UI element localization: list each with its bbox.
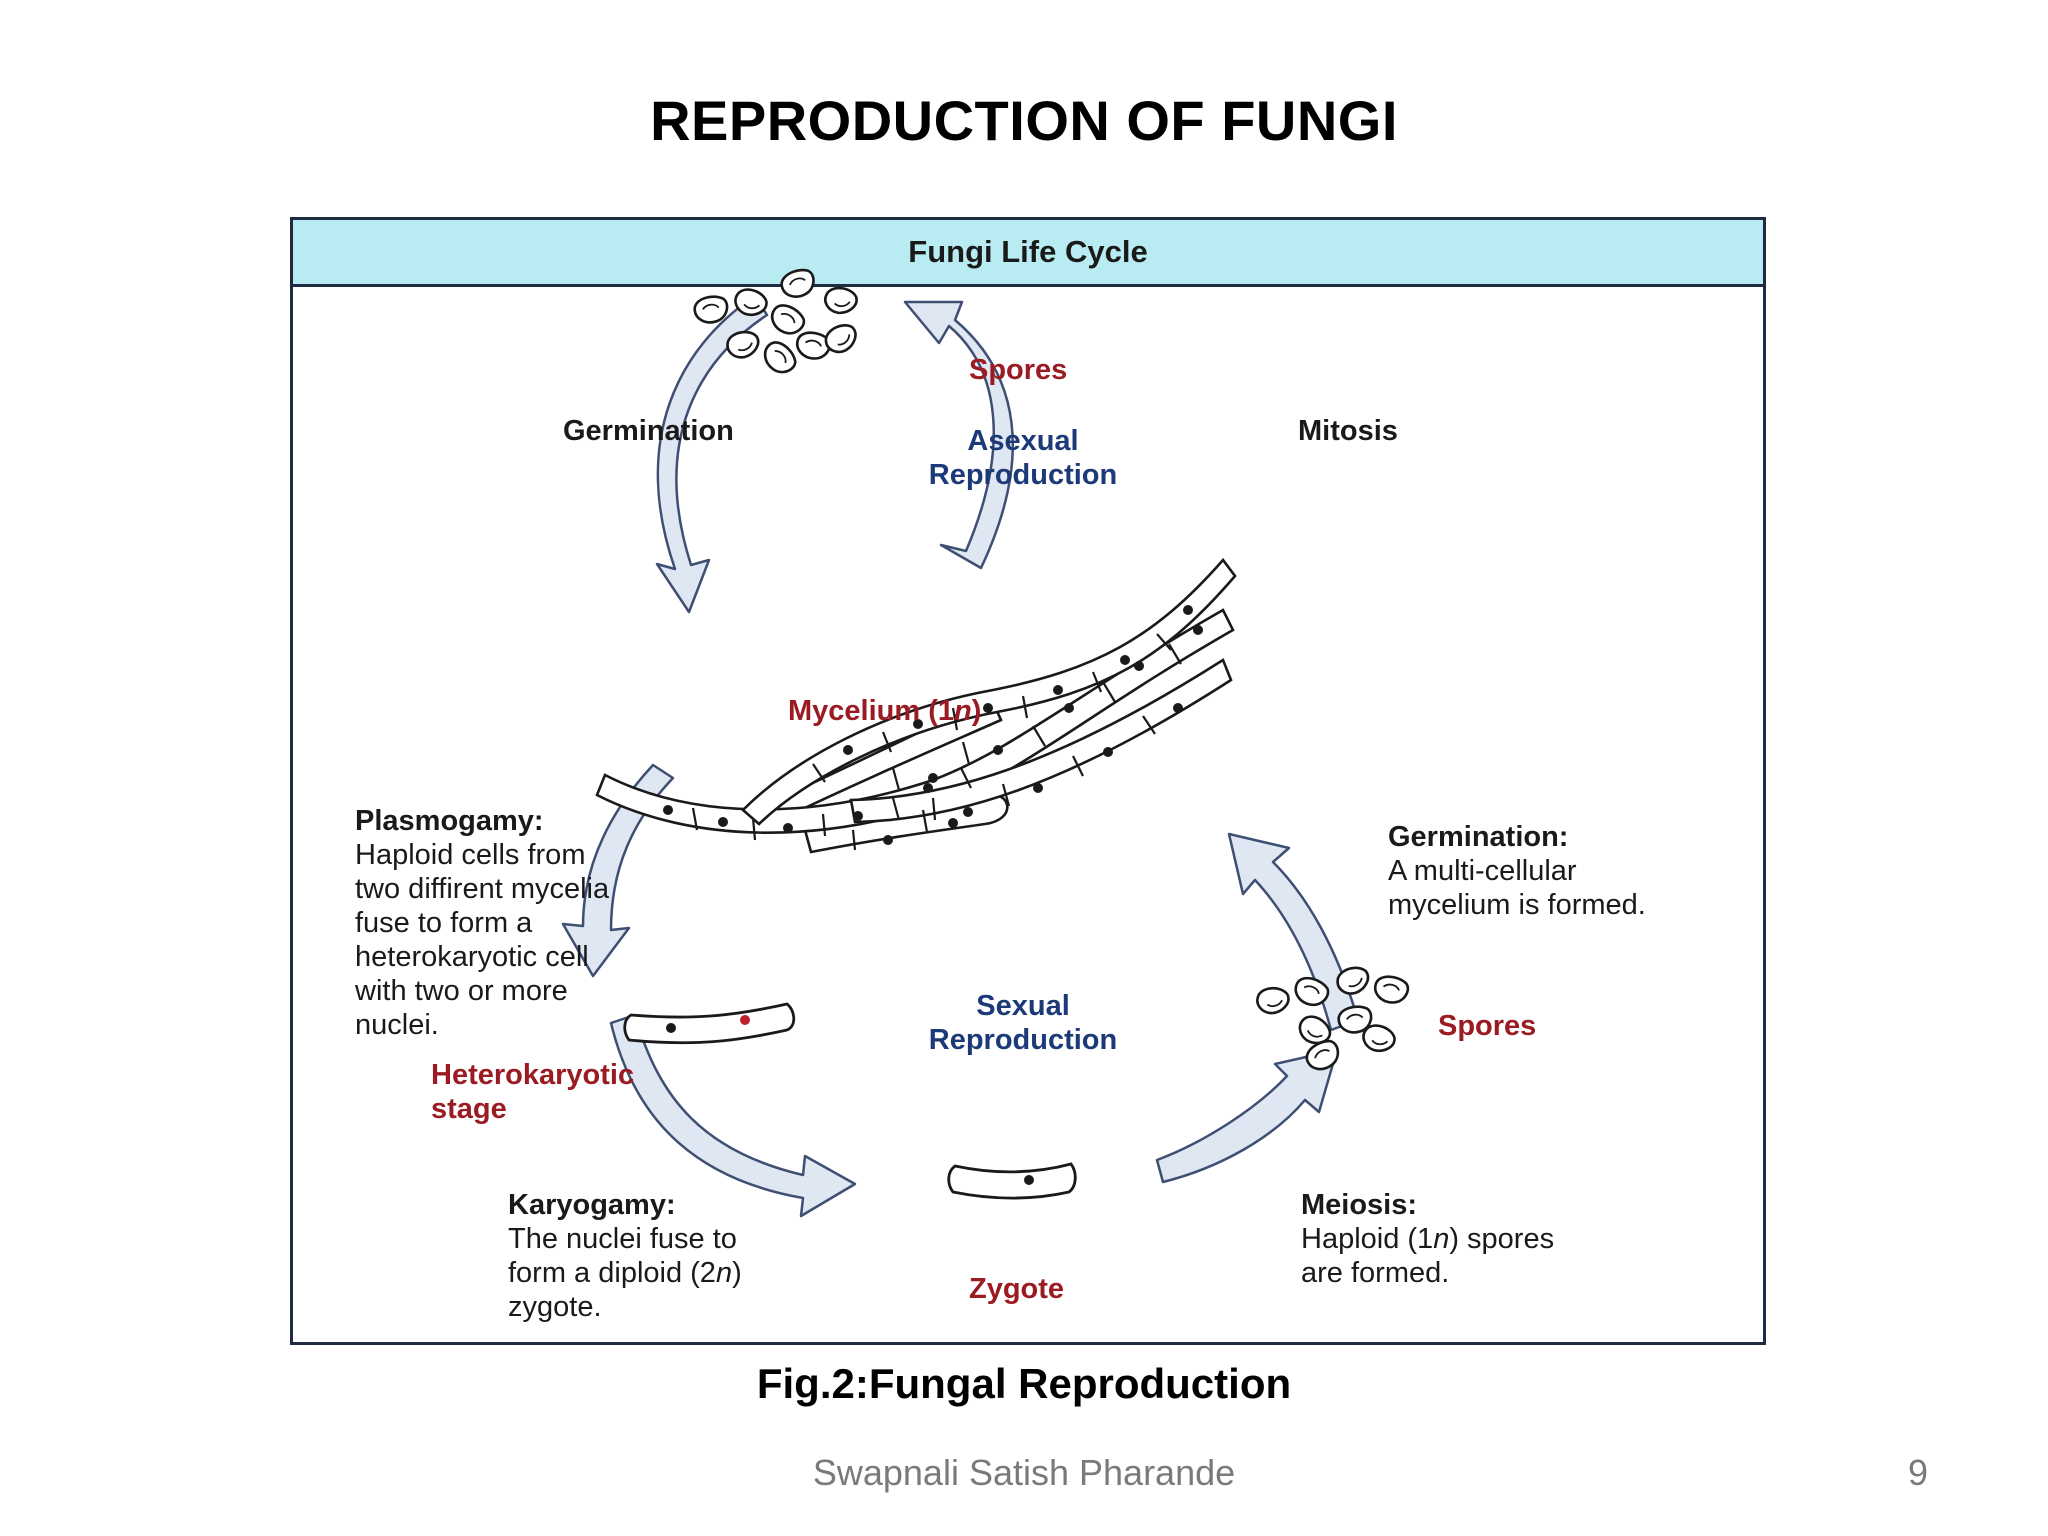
zygote-label: Zygote [969, 1273, 1065, 1305]
mitosis-label: Mitosis [1298, 415, 1398, 447]
spores-top-label: Spores [969, 354, 1068, 386]
figure-caption: Fig.2:Fungal Reproduction [756, 1360, 1292, 1407]
arrow-germination-top [655, 294, 769, 614]
zygote-cell [947, 1162, 1077, 1200]
page-number: 9 [1907, 1452, 1928, 1493]
germination-sexual-text: Germination: A multi-cellular mycelium i… [1388, 821, 1646, 921]
life-cycle-diagram [561, 264, 1411, 1218]
heterokaryotic-stage-label: Heterokaryotic stage [431, 1059, 635, 1125]
arrow-karyogamy [609, 1013, 857, 1218]
plasmogamy-text: Plasmogamy: Haploid cells from two diffi… [355, 805, 610, 1041]
spores-sexual-label: Spores [1438, 1010, 1537, 1042]
meiosis-text: Meiosis: Haploid (1n) spores are formed. [1301, 1189, 1555, 1289]
heterokaryotic-cell [623, 1002, 796, 1045]
footer-author: Swapnali Satish Pharande [812, 1452, 1236, 1493]
mycelium-hyphae [595, 557, 1237, 854]
sexual-reproduction-label: Sexual Reproduction [928, 990, 1118, 1056]
arrow-meiosis [1155, 1048, 1339, 1184]
asexual-reproduction-label: Asexual Reproduction [928, 425, 1118, 491]
mycelium-septa [691, 633, 1182, 851]
mycelium-nuclei [663, 605, 1203, 845]
spores-top [691, 264, 863, 380]
karyogamy-text: Karyogamy: The nuclei fuse to form a dip… [508, 1189, 742, 1323]
arrow-mitosis-top [903, 300, 1014, 570]
life-cycle-figure: Fungi Life Cycle [290, 217, 1766, 1345]
arrow-plasmogamy [561, 763, 675, 978]
germination-top-label: Germination [563, 415, 734, 447]
slide-title: REPRODUCTION OF FUNGI [650, 89, 1398, 152]
arrow-germination-sexual [1227, 832, 1360, 1032]
figure-header: Fungi Life Cycle [293, 220, 1763, 287]
mycelium-label: Mycelium (1n) [788, 695, 982, 727]
